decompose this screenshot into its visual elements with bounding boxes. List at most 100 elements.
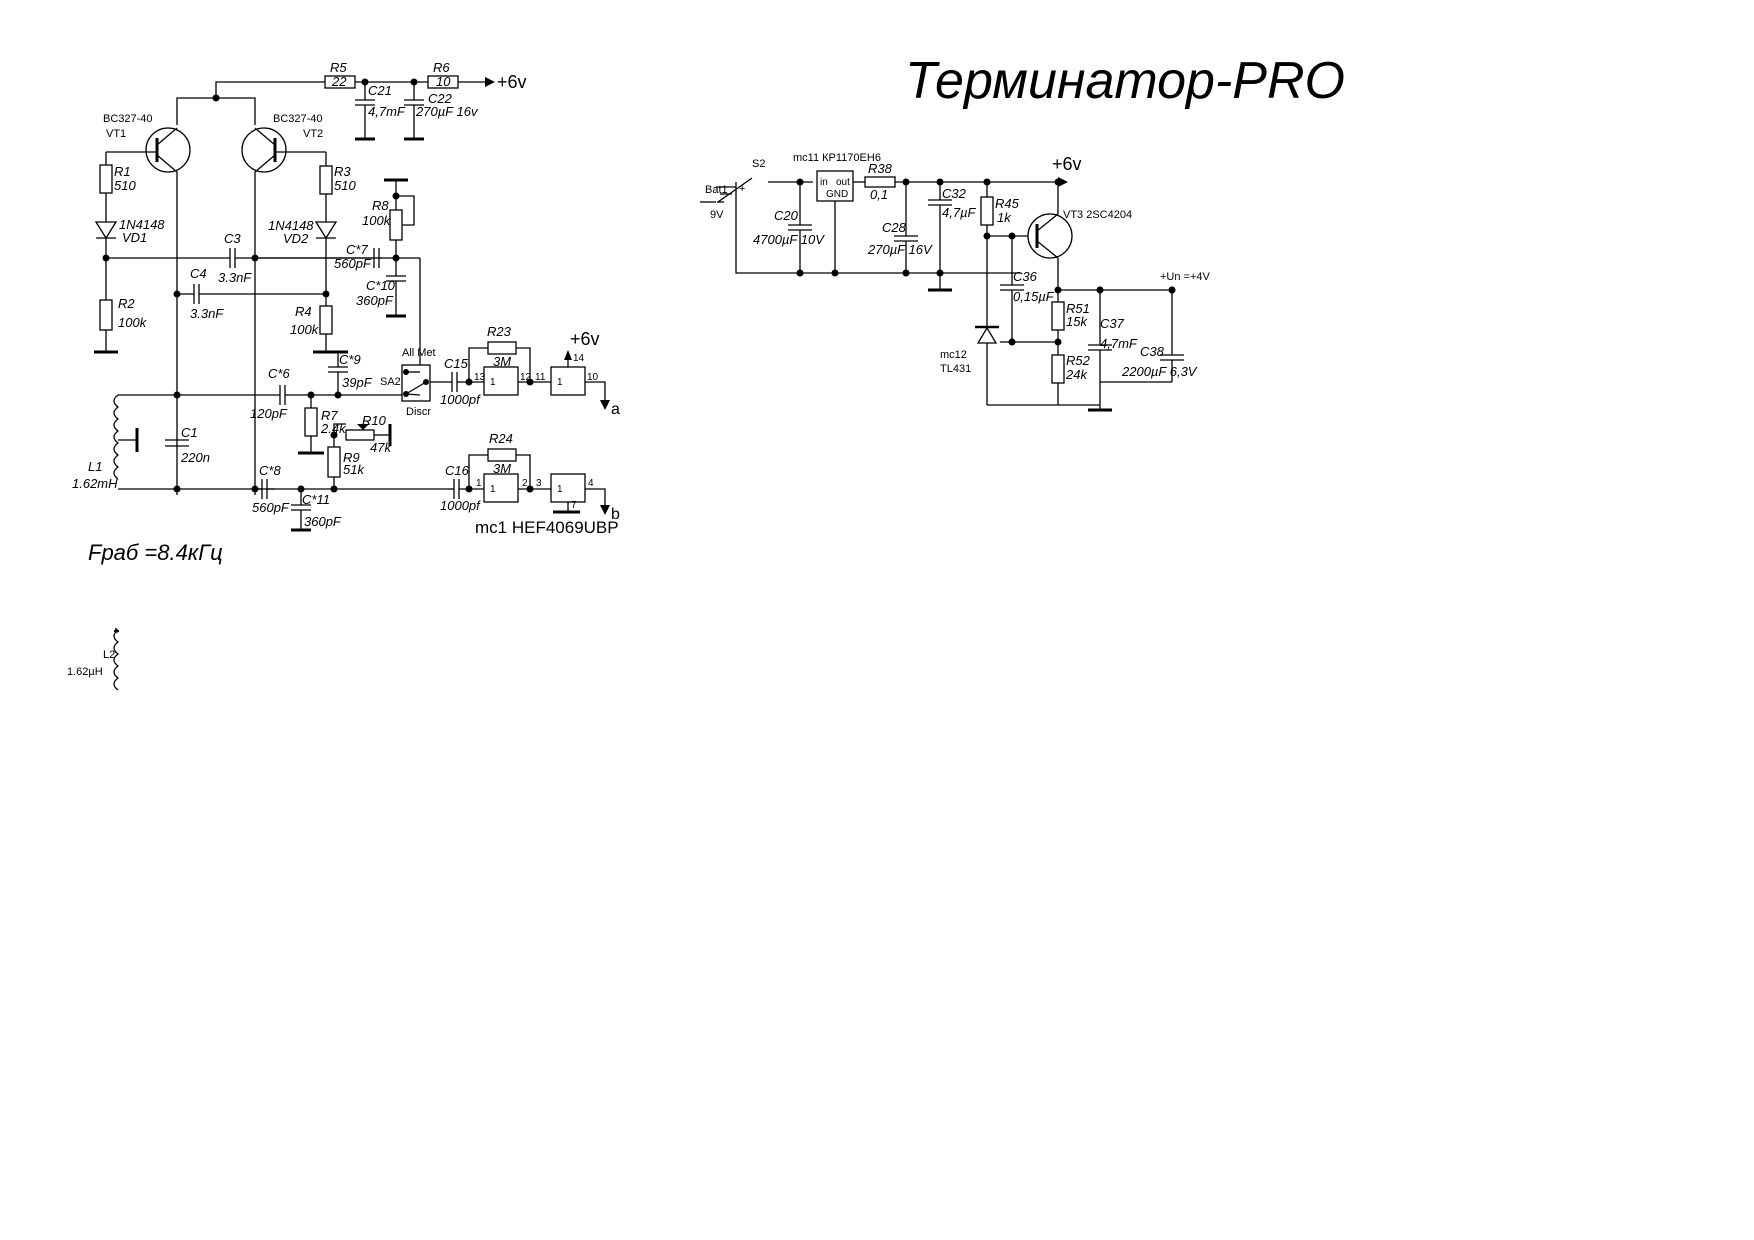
R2-label: R2 [118, 296, 135, 311]
SA2-pos1-label: All Met [402, 347, 436, 359]
R5-value: 22 [331, 74, 347, 89]
SA2-label: SA2 [380, 376, 401, 388]
signal-a-label: a [611, 401, 620, 418]
svg-text:14: 14 [573, 353, 585, 364]
R3-value: 510 [334, 178, 356, 193]
R24-label: R24 [489, 431, 513, 446]
C37-value: 4,7mF [1100, 336, 1138, 351]
C11-label: C*11 [302, 492, 330, 507]
R9-label: R9 [343, 450, 360, 465]
C4-label: C4 [190, 266, 207, 281]
C22-value: 270µF 16v [415, 104, 479, 119]
resistor-R2 [99, 299, 113, 331]
mc2-block: L2 1.62µH [67, 628, 120, 691]
svg-text:1: 1 [557, 484, 563, 495]
VT2-label: VT2 [303, 128, 323, 140]
mc11-label: mc11 КР1170ЕН6 [793, 152, 881, 164]
C37-label: C37 [1100, 316, 1125, 331]
power-supply-block: S2 Bat1 9V + C20 4700µF 10V in out GND m… [700, 152, 1211, 412]
resistor-R1 [99, 164, 113, 194]
C21-value: 4,7mF [368, 104, 406, 119]
potentiometer-R8 [389, 209, 403, 241]
R6-value: 10 [436, 74, 451, 89]
svg-text:11: 11 [535, 372, 546, 383]
R4-label: R4 [295, 304, 312, 319]
mc11-gnd: GND [826, 189, 848, 200]
rail-label: +6v [497, 72, 527, 92]
diode-VD1 [94, 221, 118, 240]
R6-label: R6 [433, 60, 450, 75]
Bat1-value: 9V [710, 209, 724, 221]
svg-text:1: 1 [557, 377, 563, 388]
S2-label: S2 [752, 158, 765, 170]
mc11-in: in [820, 177, 828, 188]
arrow-icon [485, 77, 495, 87]
R38-value: 0,1 [870, 187, 888, 202]
C32-value: 4,7µF [942, 205, 977, 220]
L2-label: L2 [103, 649, 115, 661]
R5-label: R5 [330, 60, 347, 75]
C32-label: C32 [942, 186, 967, 201]
C10-value: 360pF [356, 293, 394, 308]
R24-value: 3M [493, 461, 511, 476]
R4-value: 100k [290, 322, 320, 337]
VT1-label: VT1 [106, 128, 126, 140]
svg-text:10: 10 [587, 372, 599, 383]
R45-label: R45 [995, 196, 1020, 211]
svg-text:4: 4 [588, 478, 594, 489]
VT2-type: BC327-40 [273, 113, 323, 125]
R52-value: 24k [1065, 367, 1088, 382]
schematic-title: Терминатор-PRO [905, 52, 1345, 110]
frequency-note: Fраб =8.4кГц [88, 540, 223, 565]
resistor-R38 [864, 176, 896, 188]
R51-label: R51 [1066, 301, 1090, 316]
R1-label: R1 [114, 164, 131, 179]
resistor-R9 [327, 446, 341, 478]
C28-value: 270µF 16V [867, 242, 933, 257]
C36-value: 0,15µF [1013, 289, 1055, 304]
C21-label: C21 [368, 83, 392, 98]
resistor-R51 [1051, 301, 1065, 331]
C3-label: C3 [224, 231, 241, 246]
L1-label: L1 [88, 459, 102, 474]
R52-label: R52 [1066, 353, 1091, 368]
oscillator-block: R5 22 R6 10 +6v C21 4,7mF C22 270µF 16v … [72, 60, 527, 532]
C7-label: C*7 [346, 242, 368, 257]
R8-label: R8 [372, 198, 389, 213]
zener-mc12 [976, 326, 998, 344]
svg-text:+: + [739, 183, 745, 195]
potentiometer-R10 [345, 429, 375, 441]
C6-label: C*6 [268, 366, 290, 381]
C20-label: C20 [774, 208, 799, 223]
resistor-R4 [319, 305, 333, 335]
R9-value: 51k [343, 462, 365, 477]
R23-label: R23 [487, 324, 512, 339]
svg-text:13: 13 [474, 372, 486, 383]
C1-value: 220n [180, 450, 210, 465]
resistor-R45 [980, 196, 994, 226]
C1-label: C1 [181, 425, 198, 440]
C16-value: 1000pf [440, 498, 481, 513]
R38-label: R38 [868, 161, 893, 176]
R2-value: 100k [118, 315, 148, 330]
signal-b-label: b [611, 506, 620, 523]
R3-label: R3 [334, 164, 351, 179]
R10-label: R10 [362, 413, 387, 428]
VD1-type: 1N4148 [119, 217, 165, 232]
C15-value: 1000pf [440, 392, 481, 407]
svg-text:1: 1 [490, 377, 496, 388]
diode-VD2 [314, 221, 338, 240]
inductor-L2 [113, 629, 120, 691]
transistor-VT1 [145, 127, 191, 173]
R10-value: 47k [370, 440, 392, 455]
resistor-R52 [1051, 354, 1065, 384]
C9-label: C*9 [339, 352, 361, 367]
un-rail-label: +Un =+4V [1160, 271, 1211, 283]
R7-label: R7 [321, 408, 338, 423]
C11-value: 360pF [304, 514, 342, 529]
mc12-label: mc12 [940, 349, 967, 361]
R23-value: 3M [493, 354, 511, 369]
R8-value: 100k [362, 213, 392, 228]
C15-label: C15 [444, 356, 469, 371]
resistor-R3 [319, 165, 333, 195]
